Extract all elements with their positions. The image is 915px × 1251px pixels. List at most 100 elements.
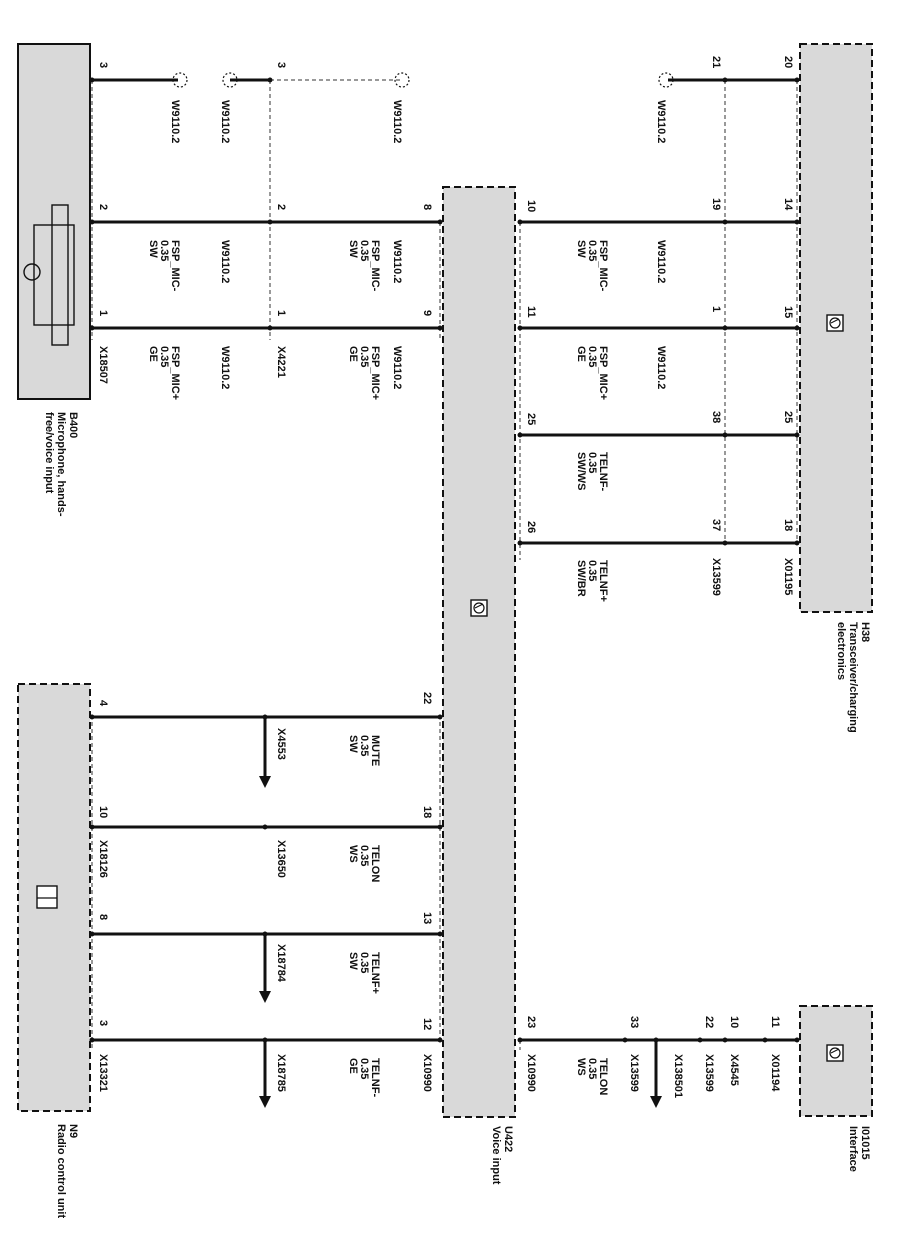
component-title-u422: U422 Voice input — [490, 1126, 514, 1185]
svg-text:FSP_MIC+: FSP_MIC+ — [169, 346, 181, 400]
transceiver-symbol-icon — [826, 314, 844, 332]
svg-text:H38: H38 — [859, 622, 871, 642]
svg-text:0.35: 0.35 — [158, 240, 170, 261]
wire-label-mic-plus-a: FSP_MIC+ 0.35 GE — [147, 346, 181, 400]
branch-arrow-icon — [259, 717, 662, 1108]
wire-label-mute: MUTE 0.35 SW — [347, 735, 381, 766]
pin-number: 14 — [782, 198, 794, 211]
svg-text:FSP_MIC-: FSP_MIC- — [369, 240, 381, 292]
splice-label: W9110.2 — [391, 346, 403, 389]
svg-text:0.35: 0.35 — [586, 346, 598, 367]
b400-box[interactable] — [17, 43, 91, 400]
svg-text:MUTE: MUTE — [369, 735, 381, 766]
svg-text:B400: B400 — [67, 412, 79, 438]
component-title-i01015: I01015 Interface — [847, 1126, 871, 1172]
splice-label: W9110.2 — [391, 100, 403, 143]
svg-text:0.35: 0.35 — [586, 1058, 598, 1079]
pin-number: 3 — [97, 1020, 109, 1026]
component-title-b400: B400 Microphone, hands- free/voice input — [43, 412, 79, 517]
connector-label: X4553 — [275, 728, 287, 760]
pin-number: 11 — [769, 1016, 781, 1028]
svg-text:FSP_MIC-: FSP_MIC- — [597, 240, 609, 292]
svg-text:SW/WS: SW/WS — [575, 452, 587, 491]
pin-dots — [89, 77, 800, 1043]
svg-text:SW: SW — [347, 735, 359, 753]
splice-label: W9110.2 — [169, 100, 181, 143]
wire-label-mic-minus-b: FSP_MIC- 0.35 SW — [347, 240, 381, 292]
splice-label: W9110.2 — [219, 240, 231, 283]
svg-text:WS: WS — [575, 1058, 587, 1076]
connector-label: X13321 — [97, 1054, 109, 1092]
pin-number: 21 — [710, 56, 722, 68]
component-title-h38: H38 Transceiver/charging electronics — [835, 622, 871, 733]
svg-text:WS: WS — [347, 845, 359, 863]
connector-label: X18785 — [275, 1054, 287, 1092]
splice-point — [222, 72, 238, 88]
pin-number: 18 — [421, 806, 433, 818]
pin-number: 18 — [782, 519, 794, 531]
wire-label-telon-i: TELON 0.35 WS — [575, 1058, 609, 1095]
pin-number: 1 — [710, 306, 722, 312]
svg-text:Microphone, hands-: Microphone, hands- — [55, 412, 67, 517]
wire-label-telnf-minus-u: TELNF- 0.35 SW/WS — [575, 452, 609, 491]
pin-number: 26 — [525, 521, 537, 533]
pin-number: 25 — [525, 413, 537, 425]
svg-text:TELNF+: TELNF+ — [369, 952, 381, 994]
svg-text:GE: GE — [147, 346, 159, 362]
svg-text:0.35: 0.35 — [586, 240, 598, 261]
svg-text:U422: U422 — [502, 1126, 514, 1152]
svg-text:0.35: 0.35 — [358, 346, 370, 367]
pin-number: 8 — [97, 914, 109, 920]
connector-label: X18507 — [97, 346, 109, 384]
pin-number: 1 — [97, 310, 109, 316]
splice-label: W9110.2 — [655, 100, 667, 143]
pin-number: 3 — [275, 62, 287, 68]
svg-text:I01015: I01015 — [859, 1126, 871, 1160]
splice-point — [394, 72, 410, 88]
svg-text:FSP_MIC+: FSP_MIC+ — [369, 346, 381, 400]
svg-text:GE: GE — [347, 1058, 359, 1074]
connector-label: X4221 — [275, 346, 287, 378]
connector-label: X13599 — [703, 1054, 715, 1092]
svg-text:SW: SW — [147, 240, 159, 258]
pin-number: 25 — [782, 411, 794, 423]
svg-text:Radio control unit: Radio control unit — [55, 1124, 67, 1218]
wire-label-telnf-plus-u: TELNF+ 0.35 SW/BR — [575, 560, 609, 602]
svg-text:0.35: 0.35 — [586, 452, 598, 473]
svg-text:TELNF-: TELNF- — [597, 452, 609, 491]
splice-label: W9110.2 — [655, 346, 667, 389]
connector-label: X13650 — [275, 840, 287, 878]
u422-box[interactable] — [442, 186, 516, 1118]
svg-text:SW: SW — [347, 952, 359, 970]
interface-symbol-icon — [826, 1044, 844, 1062]
connector-label: X13599 — [628, 1054, 640, 1092]
connector-label: X01195 — [782, 558, 794, 595]
svg-text:SW: SW — [575, 240, 587, 258]
svg-text:GE: GE — [347, 346, 359, 362]
svg-text:electronics: electronics — [835, 622, 847, 680]
pin-number: 38 — [710, 411, 722, 423]
splice-label: W9110.2 — [655, 240, 667, 283]
svg-text:FSP_MIC-: FSP_MIC- — [169, 240, 181, 292]
wire-label-telon-n9: TELON 0.35 WS — [347, 845, 381, 882]
pin-number: 37 — [710, 519, 722, 531]
svg-text:0.35: 0.35 — [158, 346, 170, 367]
svg-text:N9: N9 — [67, 1124, 79, 1138]
pin-number: 2 — [275, 204, 287, 210]
splice-point — [658, 72, 674, 88]
pin-number: 11 — [525, 306, 537, 318]
splice-label: W9110.2 — [391, 240, 403, 283]
connector-label: X18784 — [275, 944, 287, 983]
pin-number: 10 — [728, 1016, 740, 1028]
pin-number: 23 — [525, 1016, 537, 1028]
svg-text:TELON: TELON — [369, 845, 381, 882]
svg-text:SW: SW — [347, 240, 359, 258]
pin-number: 4 — [97, 700, 109, 707]
pin-number: 22 — [421, 692, 433, 704]
pin-number: 12 — [421, 1018, 433, 1030]
svg-text:SW/BR: SW/BR — [575, 560, 587, 597]
pin-number: 10 — [97, 806, 109, 818]
pin-number: 20 — [782, 56, 794, 68]
svg-text:0.35: 0.35 — [358, 240, 370, 261]
